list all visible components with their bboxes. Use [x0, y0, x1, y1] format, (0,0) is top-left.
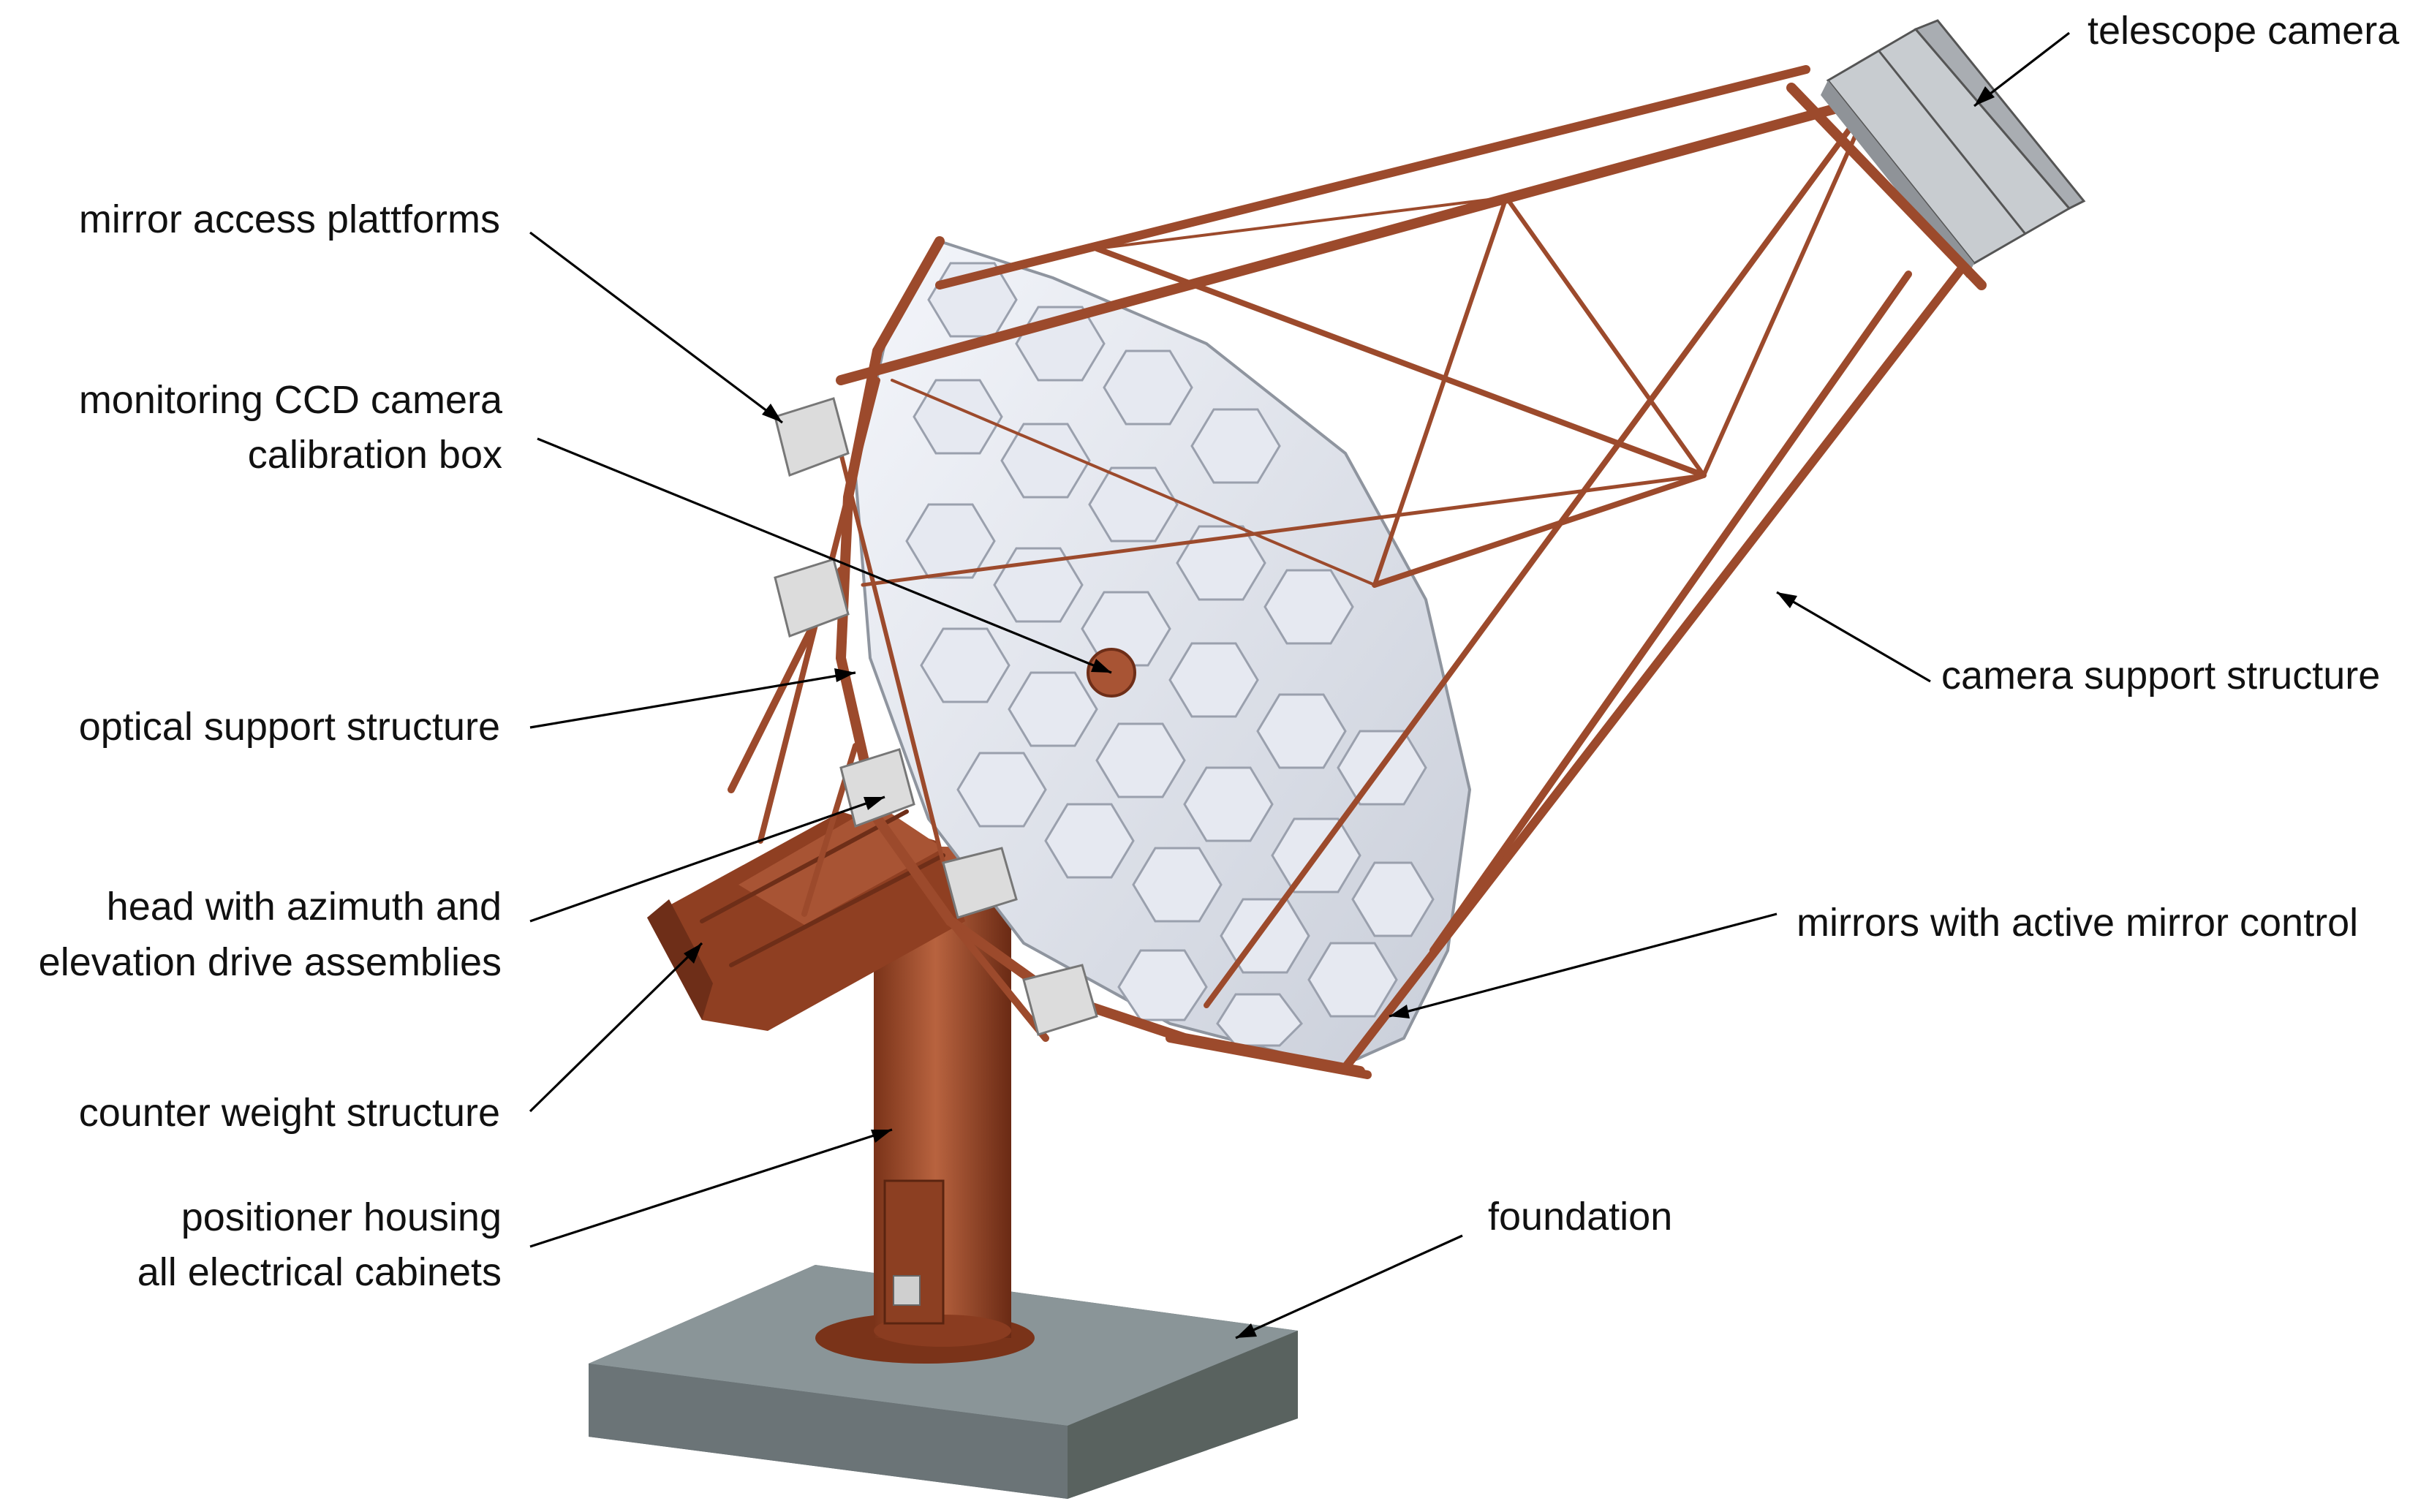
- label-camera-support-structure: camera support structure: [1941, 654, 2380, 698]
- label-mirrors-active-control: mirrors with active mirror control: [1797, 901, 2358, 945]
- camera-support-structure: [836, 65, 1979, 1072]
- label-mirror-access-platforms: mirror access plattforms: [79, 197, 500, 241]
- access-platforms: [774, 397, 1098, 1036]
- telescope-camera: [1786, 19, 2086, 290]
- label-head-drive-line2: elevation drive assemblies: [39, 940, 502, 984]
- label-telescope-camera: telescope camera: [2088, 9, 2400, 53]
- label-monitoring-ccd-camera: monitoring CCD camera: [79, 378, 503, 422]
- label-electrical-cabinets: all electrical cabinets: [137, 1250, 502, 1294]
- leader-lines: [529, 31, 2070, 1339]
- label-positioner-housing: positioner housing: [181, 1195, 502, 1239]
- label-foundation: foundation: [1488, 1195, 1672, 1239]
- dish-mirror-surface: [853, 239, 1472, 1070]
- label-counter-weight-structure: counter weight structure: [79, 1091, 500, 1135]
- label-calibration-box: calibration box: [248, 433, 502, 477]
- label-optical-support-structure: optical support structure: [79, 705, 500, 749]
- label-head-drive-line1: head with azimuth and: [107, 885, 502, 929]
